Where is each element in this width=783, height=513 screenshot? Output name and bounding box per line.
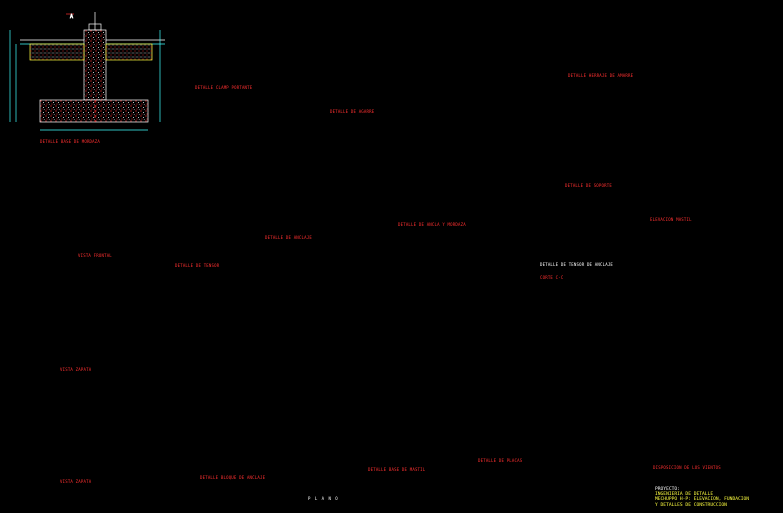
title-detail-stay: DETALLE DE ANCLA Y MORDAZA [398, 222, 466, 227]
plano-label: P L A N O [308, 496, 339, 501]
title-block-line4: Y DETALLES DE CONSTRUCCION [655, 502, 727, 508]
title-detail-plates: DETALLE DE PLACAS [478, 458, 523, 463]
svg-text:A: A [70, 14, 73, 20]
title-block-line3: MECHUPPO H-P: ELEVACION, FUNDACION [655, 497, 750, 503]
title-detail-clamp: DETALLE CLAMP PORTANTE [195, 85, 253, 90]
title-plan-base-hatch: VISTA ZAPATA [60, 367, 92, 372]
footing-section: A [9, 12, 165, 131]
title-detail-base-mast: DETALLE BASE DE MASTIL [368, 467, 426, 472]
title-plan-base-top: VISTA FRONTAL [78, 253, 112, 258]
title-detail-turnbuckle: DETALLE DE TENSOR [175, 263, 220, 268]
title-cut-cc: CORTE C-C [540, 275, 564, 280]
title-block-line2: INGENIERIA DE DETALLE [655, 492, 714, 498]
title-detail-pole-base: DETALLE BASE DE MORDAZA [40, 139, 100, 144]
title-anchor-block: DETALLE BLOQUE DE ANCLAJE [200, 475, 266, 480]
title-detail-bracket: DETALLE DE SOPORTE [565, 183, 612, 188]
title-block: PROYECTO: INGENIERIA DE DETALLE MECHUPPO… [655, 487, 749, 508]
title-detail-grip: DETALLE DE AGARRE [330, 109, 375, 114]
title-detail-hardware: DETALLE HERRAJE DE AMARRE [568, 73, 634, 78]
title-detail-tension: DETALLE DE TENSOR DE ANCLAJE [540, 262, 614, 267]
title-block-line1: PROYECTO: [655, 487, 680, 492]
title-plan-guys: DISPOSICION DE LOS VIENTOS [653, 465, 721, 470]
title-plan-base-small: VISTA ZAPATA [60, 479, 92, 484]
title-detail-anchor: DETALLE DE ANCLAJE [265, 235, 312, 240]
title-elevation-mast: ELEVACION MASTIL [650, 217, 692, 222]
